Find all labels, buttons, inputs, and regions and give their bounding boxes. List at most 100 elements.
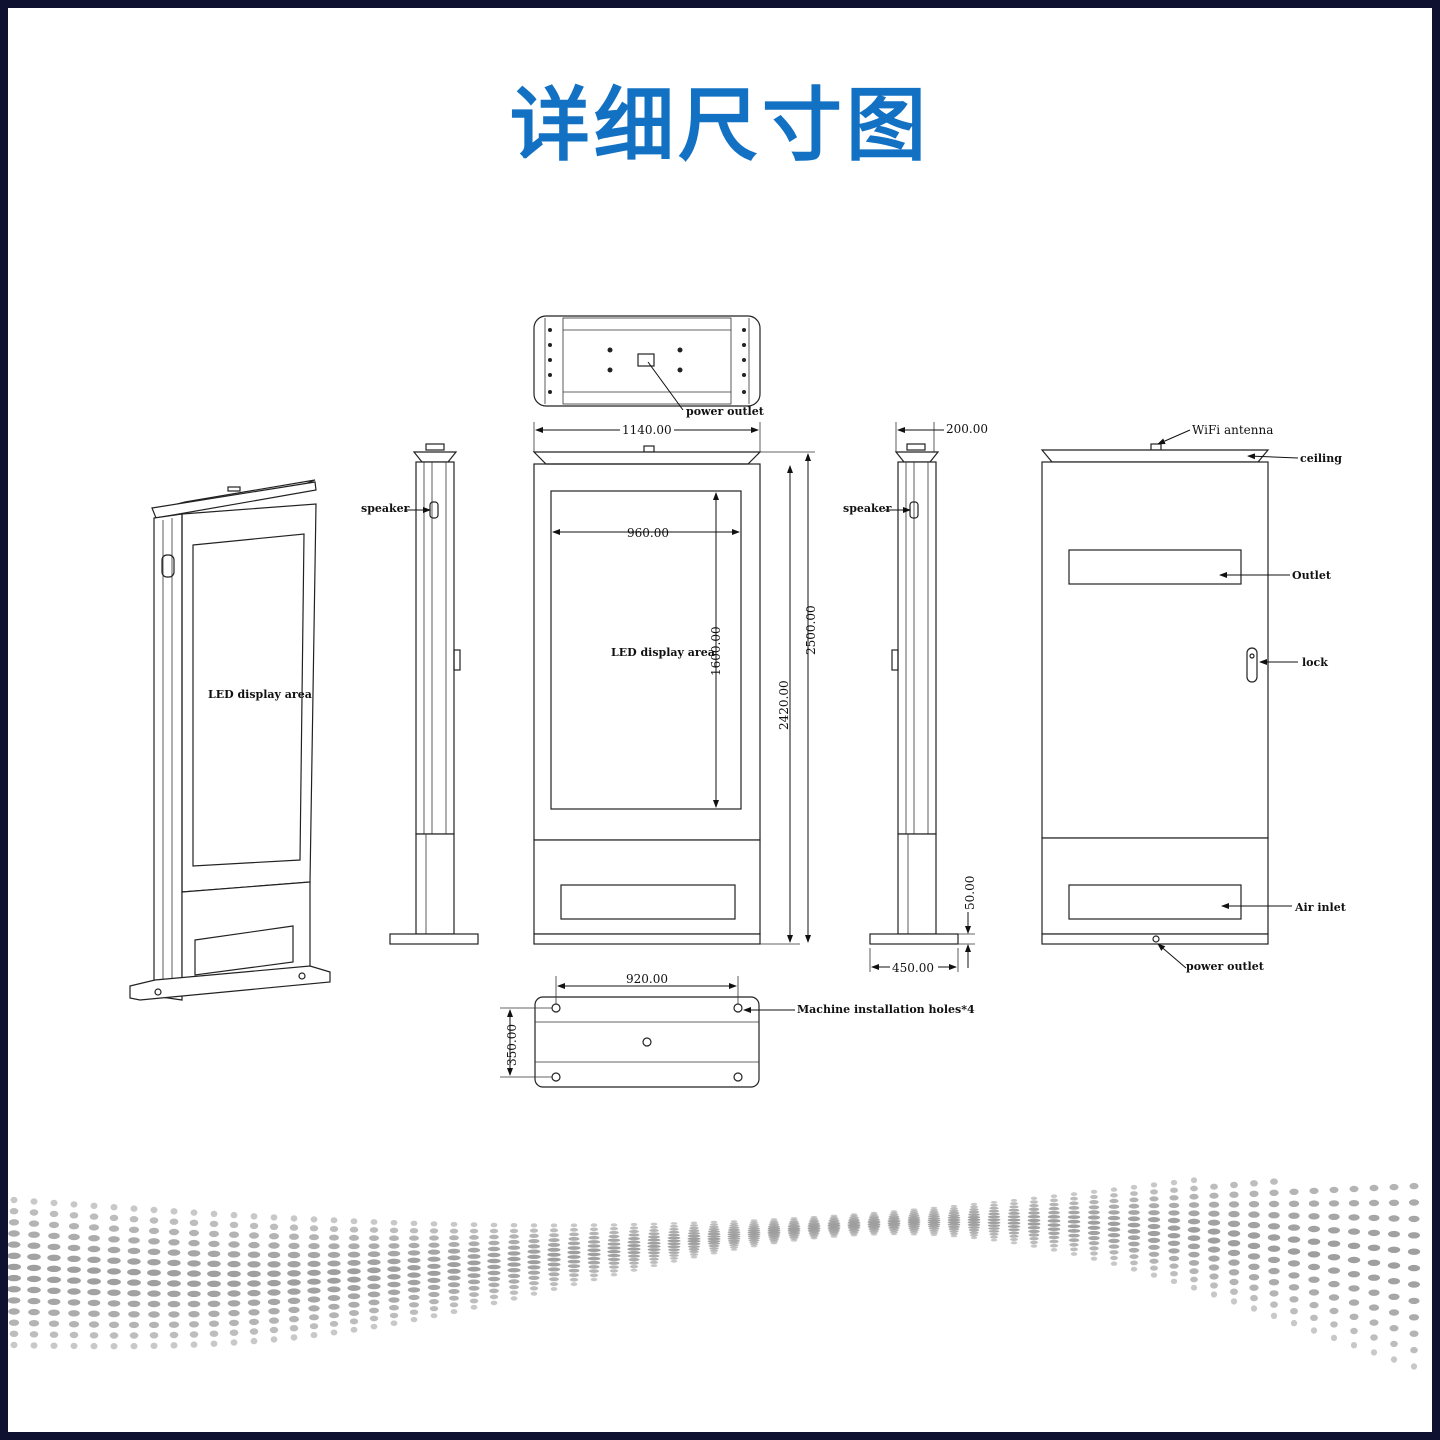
wave-dot [367,1283,381,1290]
wave-dot [1247,1221,1261,1229]
front-view: LED display area 960.00 1600.00 1140.00 … [532,422,818,945]
wave-dot [609,1269,619,1273]
wave-dot [1288,1200,1300,1208]
wave-dot [47,1243,61,1251]
wave-dot [187,1270,201,1277]
wave-dot [727,1233,741,1236]
wave-dot [1147,1237,1161,1243]
dim-hole-spacing-y: 350.00 [505,1024,519,1066]
wave-dot [550,1287,558,1291]
wave-dot [367,1259,381,1266]
wave-dot [87,1278,101,1285]
wave-dot [767,1227,781,1230]
wave-dot [930,1233,938,1237]
wave-dot [8,1252,21,1259]
wave-dot [570,1282,578,1287]
wave-dot [208,1240,220,1248]
wave-dot [1087,1230,1101,1236]
wave-dot [787,1225,801,1228]
wave-dot [1269,1290,1279,1297]
wave-dot [467,1266,481,1272]
wave-dot [667,1242,681,1246]
wave-dot [369,1315,379,1322]
wave-dot [127,1300,141,1308]
wave-dot [689,1224,699,1227]
wave-dot [507,1256,521,1262]
wave-dot [567,1264,581,1268]
wave-dot [1248,1211,1260,1218]
wave-dot [1270,1178,1278,1185]
wave-dot [1148,1251,1160,1257]
wave-dot [389,1312,399,1319]
wave-dot [1188,1210,1200,1217]
wave-dot [1368,1289,1380,1296]
wave-dot [647,1244,661,1248]
wave-dot [1049,1239,1059,1244]
wave-dot [1189,1193,1199,1200]
lock-label: lock [1302,656,1328,669]
wave-dot [867,1220,881,1223]
wave-dot [107,1268,121,1275]
wave-dot [587,1244,601,1248]
wave-dot [127,1279,141,1286]
wave-dot [427,1270,441,1276]
dim-screen-height: 1600.00 [709,626,723,676]
wave-dot [127,1247,141,1255]
wave-dot [1370,1349,1378,1356]
wave-dot [1249,1190,1259,1198]
wave-dot [1069,1242,1079,1247]
wave-dot [470,1304,478,1310]
wave-dot [1028,1211,1040,1215]
wave-dot [607,1242,621,1246]
wave-dot [748,1237,760,1240]
wave-dot [1008,1228,1020,1232]
wave-dot [589,1227,599,1232]
wave-dot [1167,1225,1181,1231]
wave-dot [467,1247,481,1253]
wave-dot [749,1223,759,1226]
wave-dot [107,1278,121,1286]
wave-dot [1009,1205,1019,1209]
wave-dot [927,1219,941,1222]
wave-dot [930,1231,938,1235]
wave-dot [970,1233,978,1237]
wave-dot [607,1246,621,1250]
wave-dot [1008,1211,1020,1215]
wave-dot [889,1229,899,1232]
wave-dot [1068,1233,1080,1238]
wave-dot [367,1251,381,1258]
wave-dot [47,1265,61,1273]
wave-dot [949,1230,959,1233]
wave-dot [1350,1327,1358,1335]
wave-dot [668,1248,680,1252]
wave-dot [790,1237,798,1240]
wave-dot [1067,1215,1081,1219]
wave-dot [1188,1202,1200,1208]
wave-dot [1170,1278,1178,1285]
wave-dot [449,1302,459,1308]
wave-dot [68,1223,80,1230]
wave-dot [709,1223,719,1226]
wave-dot [527,1249,541,1254]
wave-dot [1308,1263,1320,1271]
wave-dot [387,1289,401,1296]
wave-dot [148,1321,160,1329]
wave-dot [1050,1198,1058,1203]
wave-dot [1307,1251,1321,1258]
wave-dot [127,1290,141,1297]
wave-dot [1008,1208,1020,1212]
wave-dot [248,1309,260,1316]
wave-dot [267,1261,281,1268]
wave-dot [889,1213,899,1216]
wave-dot [1388,1230,1400,1238]
wave-dot [1389,1325,1399,1332]
wave-dot [9,1330,19,1338]
wave-dot [1007,1215,1021,1219]
wave-dot [268,1242,280,1249]
wave-dot [209,1220,219,1228]
wave-dot [47,1276,61,1284]
wave-dot [767,1231,781,1234]
wave-dot [8,1319,20,1326]
wave-dot [449,1228,459,1234]
wave-dot [1149,1258,1159,1264]
